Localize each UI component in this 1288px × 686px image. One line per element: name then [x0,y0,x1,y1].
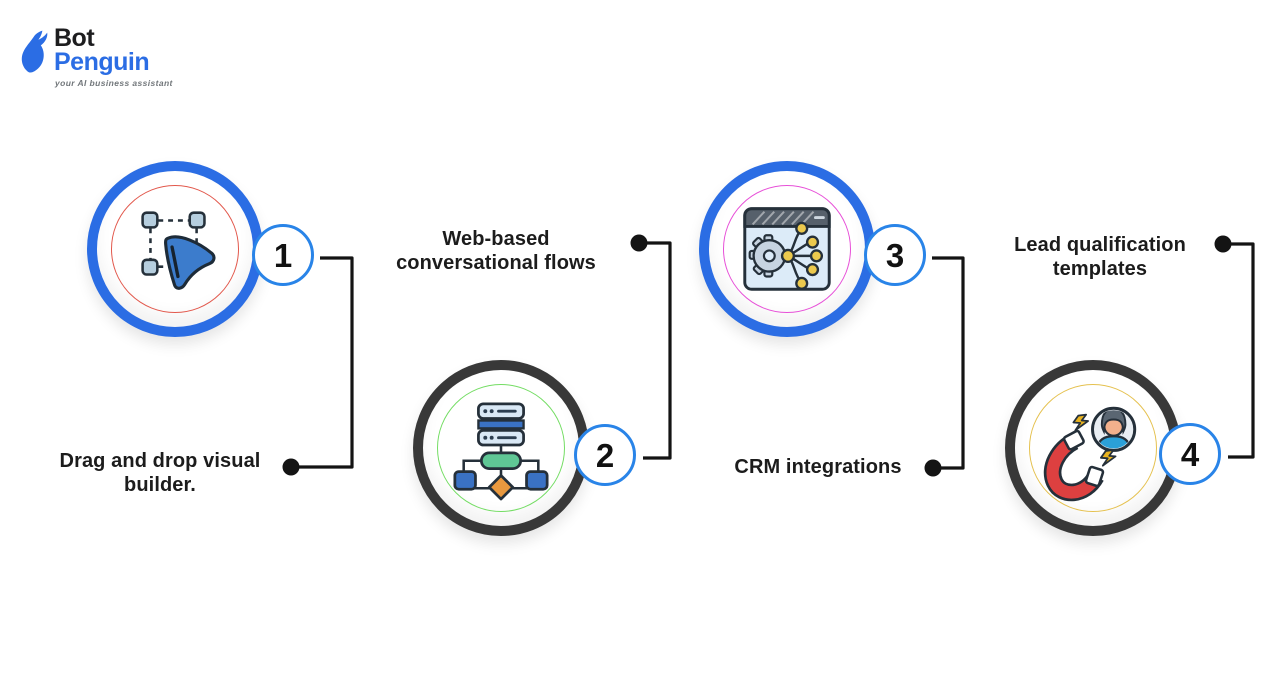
step-circle-4 [1005,360,1181,536]
step-label-3: CRM integrations [734,456,902,478]
step-number-badge-3: 3 [864,224,926,286]
step-circle-3 [699,161,875,337]
connector-step-1 [299,256,354,469]
step-circle-2 [413,360,589,536]
dot-step-1 [282,458,300,476]
logo-tagline: your AI business assistant [55,78,173,88]
connector-step-3 [932,256,965,470]
lead-magnet-icon [1043,406,1137,502]
step-number-3: 3 [885,236,905,274]
flowchart-icon [453,402,549,501]
dot-step-2 [630,234,648,252]
step-label-4: Lead qualification templates [1014,234,1186,280]
step-number-badge-2: 2 [574,424,636,486]
connector-step-4 [1223,242,1255,459]
step-number-2: 2 [595,436,615,474]
penguin-icon [21,30,48,73]
step-number-1: 1 [273,236,293,274]
logo-text-penguin: Penguin [54,48,150,76]
connector-step-2 [639,241,672,460]
step-number-badge-1: 1 [252,224,314,286]
step-label-2: Web-based conversational flows [396,228,596,274]
logo-text-bot: Bot [54,24,95,52]
botpenguin-logo: Bot Penguin your AI business assistant [20,24,173,106]
drag-cursor-icon [141,211,216,290]
step-label-1: Drag and drop visual builder. [59,450,261,496]
dot-step-4 [1214,235,1232,253]
dot-step-3 [924,459,942,477]
integration-window-icon [743,207,831,291]
step-circle-1 [87,161,263,337]
step-number-badge-4: 4 [1159,423,1221,485]
logo-wordmark: Bot Penguin [54,24,150,76]
step-number-4: 4 [1180,435,1200,473]
